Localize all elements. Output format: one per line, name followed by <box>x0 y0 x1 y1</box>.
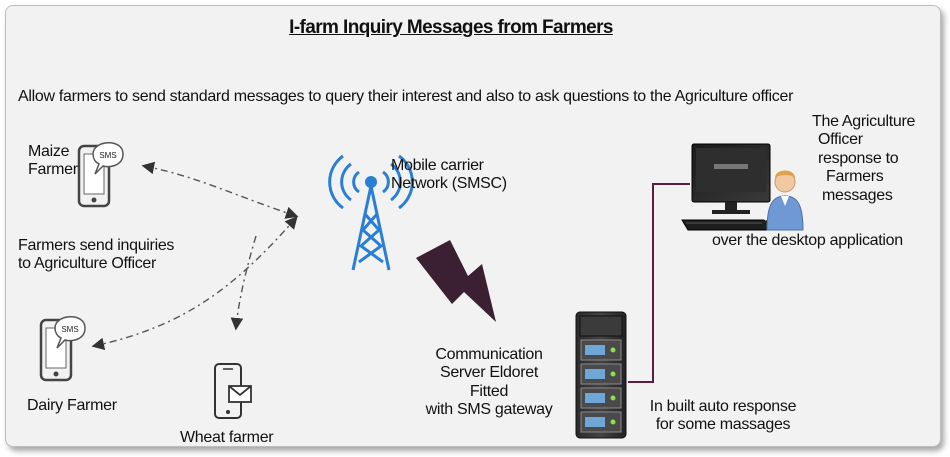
server-rack-icon <box>575 311 627 439</box>
sms-badge-dairy: SMS <box>61 325 78 334</box>
sms-badge-maize: SMS <box>99 151 116 160</box>
server-label: Communication Server Eldoret Fitted with… <box>414 346 564 420</box>
diagram-frame: I-farm Inquiry Messages from Farmers All… <box>5 5 941 447</box>
diagram-subtitle: Allow farmers to send standard messages … <box>18 88 794 105</box>
officer-line-1: The Agriculture <box>812 113 916 130</box>
wheat-farmer-label: Wheat farmer <box>180 429 274 446</box>
server-line-2: Server Eldoret <box>439 364 539 382</box>
dairy-farmer-label: Dairy Farmer <box>27 397 117 414</box>
dairy-phone-icon: SMS <box>39 316 86 382</box>
network-line-1: Mobile carrier <box>391 157 484 174</box>
arrow-dairy-network <box>91 216 298 351</box>
wheat-phone-icon <box>214 363 252 419</box>
arrow-wheat <box>230 235 257 331</box>
server-line-3: Fitted <box>469 382 509 400</box>
lightning-bolt-icon <box>416 240 496 322</box>
antenna-tower-icon <box>328 154 414 271</box>
inquiry-arrows <box>91 161 299 351</box>
server-line-1: Communication <box>435 346 543 363</box>
farmers-inquiry-note: Farmers send inquiries to Agriculture Of… <box>18 237 174 274</box>
auto-response-line-2: for some massages <box>655 416 791 434</box>
officer-line-2: Officer <box>818 131 863 149</box>
auto-response-line-1: In built auto response <box>649 398 797 415</box>
arrow-maize-network <box>141 161 299 219</box>
diagram-title: I-farm Inquiry Messages from Farmers <box>289 17 613 38</box>
officer-label: The Agriculture Officer response to Farm… <box>812 113 915 205</box>
envelope-icon <box>228 385 252 403</box>
officer-desktop-label: over the desktop application <box>712 232 903 249</box>
desktop-computer-icon <box>681 143 774 231</box>
server-line-4: with SMS gateway <box>425 401 553 419</box>
maize-farmer-line-2: Farmer <box>28 161 78 179</box>
maize-farmer-label: Maize Farmer <box>28 143 78 180</box>
farmers-note-line-1: Farmers send inquiries <box>18 237 175 254</box>
user-icon <box>766 170 804 231</box>
officer-line-3: response to <box>818 149 899 167</box>
auto-response-label: In built auto response for some massages <box>633 398 813 435</box>
maize-phone-icon: SMS <box>77 142 124 208</box>
diagram-canvas: SMS SMS <box>39 142 804 439</box>
network-line-2: Network (SMSC) <box>391 175 507 193</box>
network-label: Mobile carrier Network (SMSC) <box>391 157 507 194</box>
maize-farmer-line-1: Maize <box>28 143 70 160</box>
server-officer-connector <box>628 183 690 383</box>
farmers-note-line-2: to Agriculture Officer <box>18 255 157 273</box>
officer-line-4: Farmers <box>826 168 884 186</box>
officer-line-5: messages <box>822 186 893 204</box>
